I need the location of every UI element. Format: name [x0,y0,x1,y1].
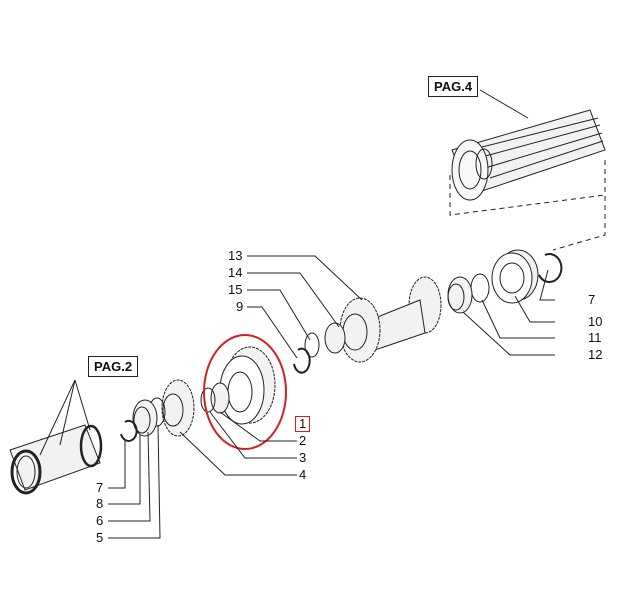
callout-4: 4 [299,467,307,482]
bearing-10 [491,249,539,304]
ring-2 [210,382,230,414]
callout-13: 13 [228,248,243,263]
callout-5: 5 [96,530,104,545]
snap-ring-7-left [120,419,138,442]
page-ref-pag4[interactable]: PAG.4 [428,76,479,97]
input-shaft [449,109,606,251]
cluster-gear-13 [339,276,442,363]
page-ref-pag2[interactable]: PAG.2 [88,356,139,377]
needle-bearing-12 [447,276,473,314]
washer-15 [304,332,320,358]
callout-2: 2 [299,433,307,448]
callout-12: 12 [588,347,603,362]
callout-1-highlighted: 1 [295,416,311,432]
gear-4 [161,379,195,437]
sleeve [9,424,103,495]
callout-6: 6 [96,513,104,528]
bearing-6 [132,399,158,437]
callout-7-right: 7 [588,292,596,307]
snap-ring-9 [293,347,311,374]
callout-10: 10 [588,314,603,329]
callout-8: 8 [96,496,104,511]
callout-11: 11 [588,330,602,345]
callout-7-left: 7 [96,480,104,495]
synchronizer-1 [219,346,276,425]
snap-ring-7-right [538,253,563,284]
callout-3: 3 [299,450,307,465]
callout-9: 9 [236,299,244,314]
ring-3 [200,387,216,413]
highlight-circle [203,334,287,450]
needle-bearing-14 [324,322,346,354]
callout-14: 14 [228,265,243,280]
washer-11 [470,273,490,303]
callout-15: 15 [228,282,243,297]
